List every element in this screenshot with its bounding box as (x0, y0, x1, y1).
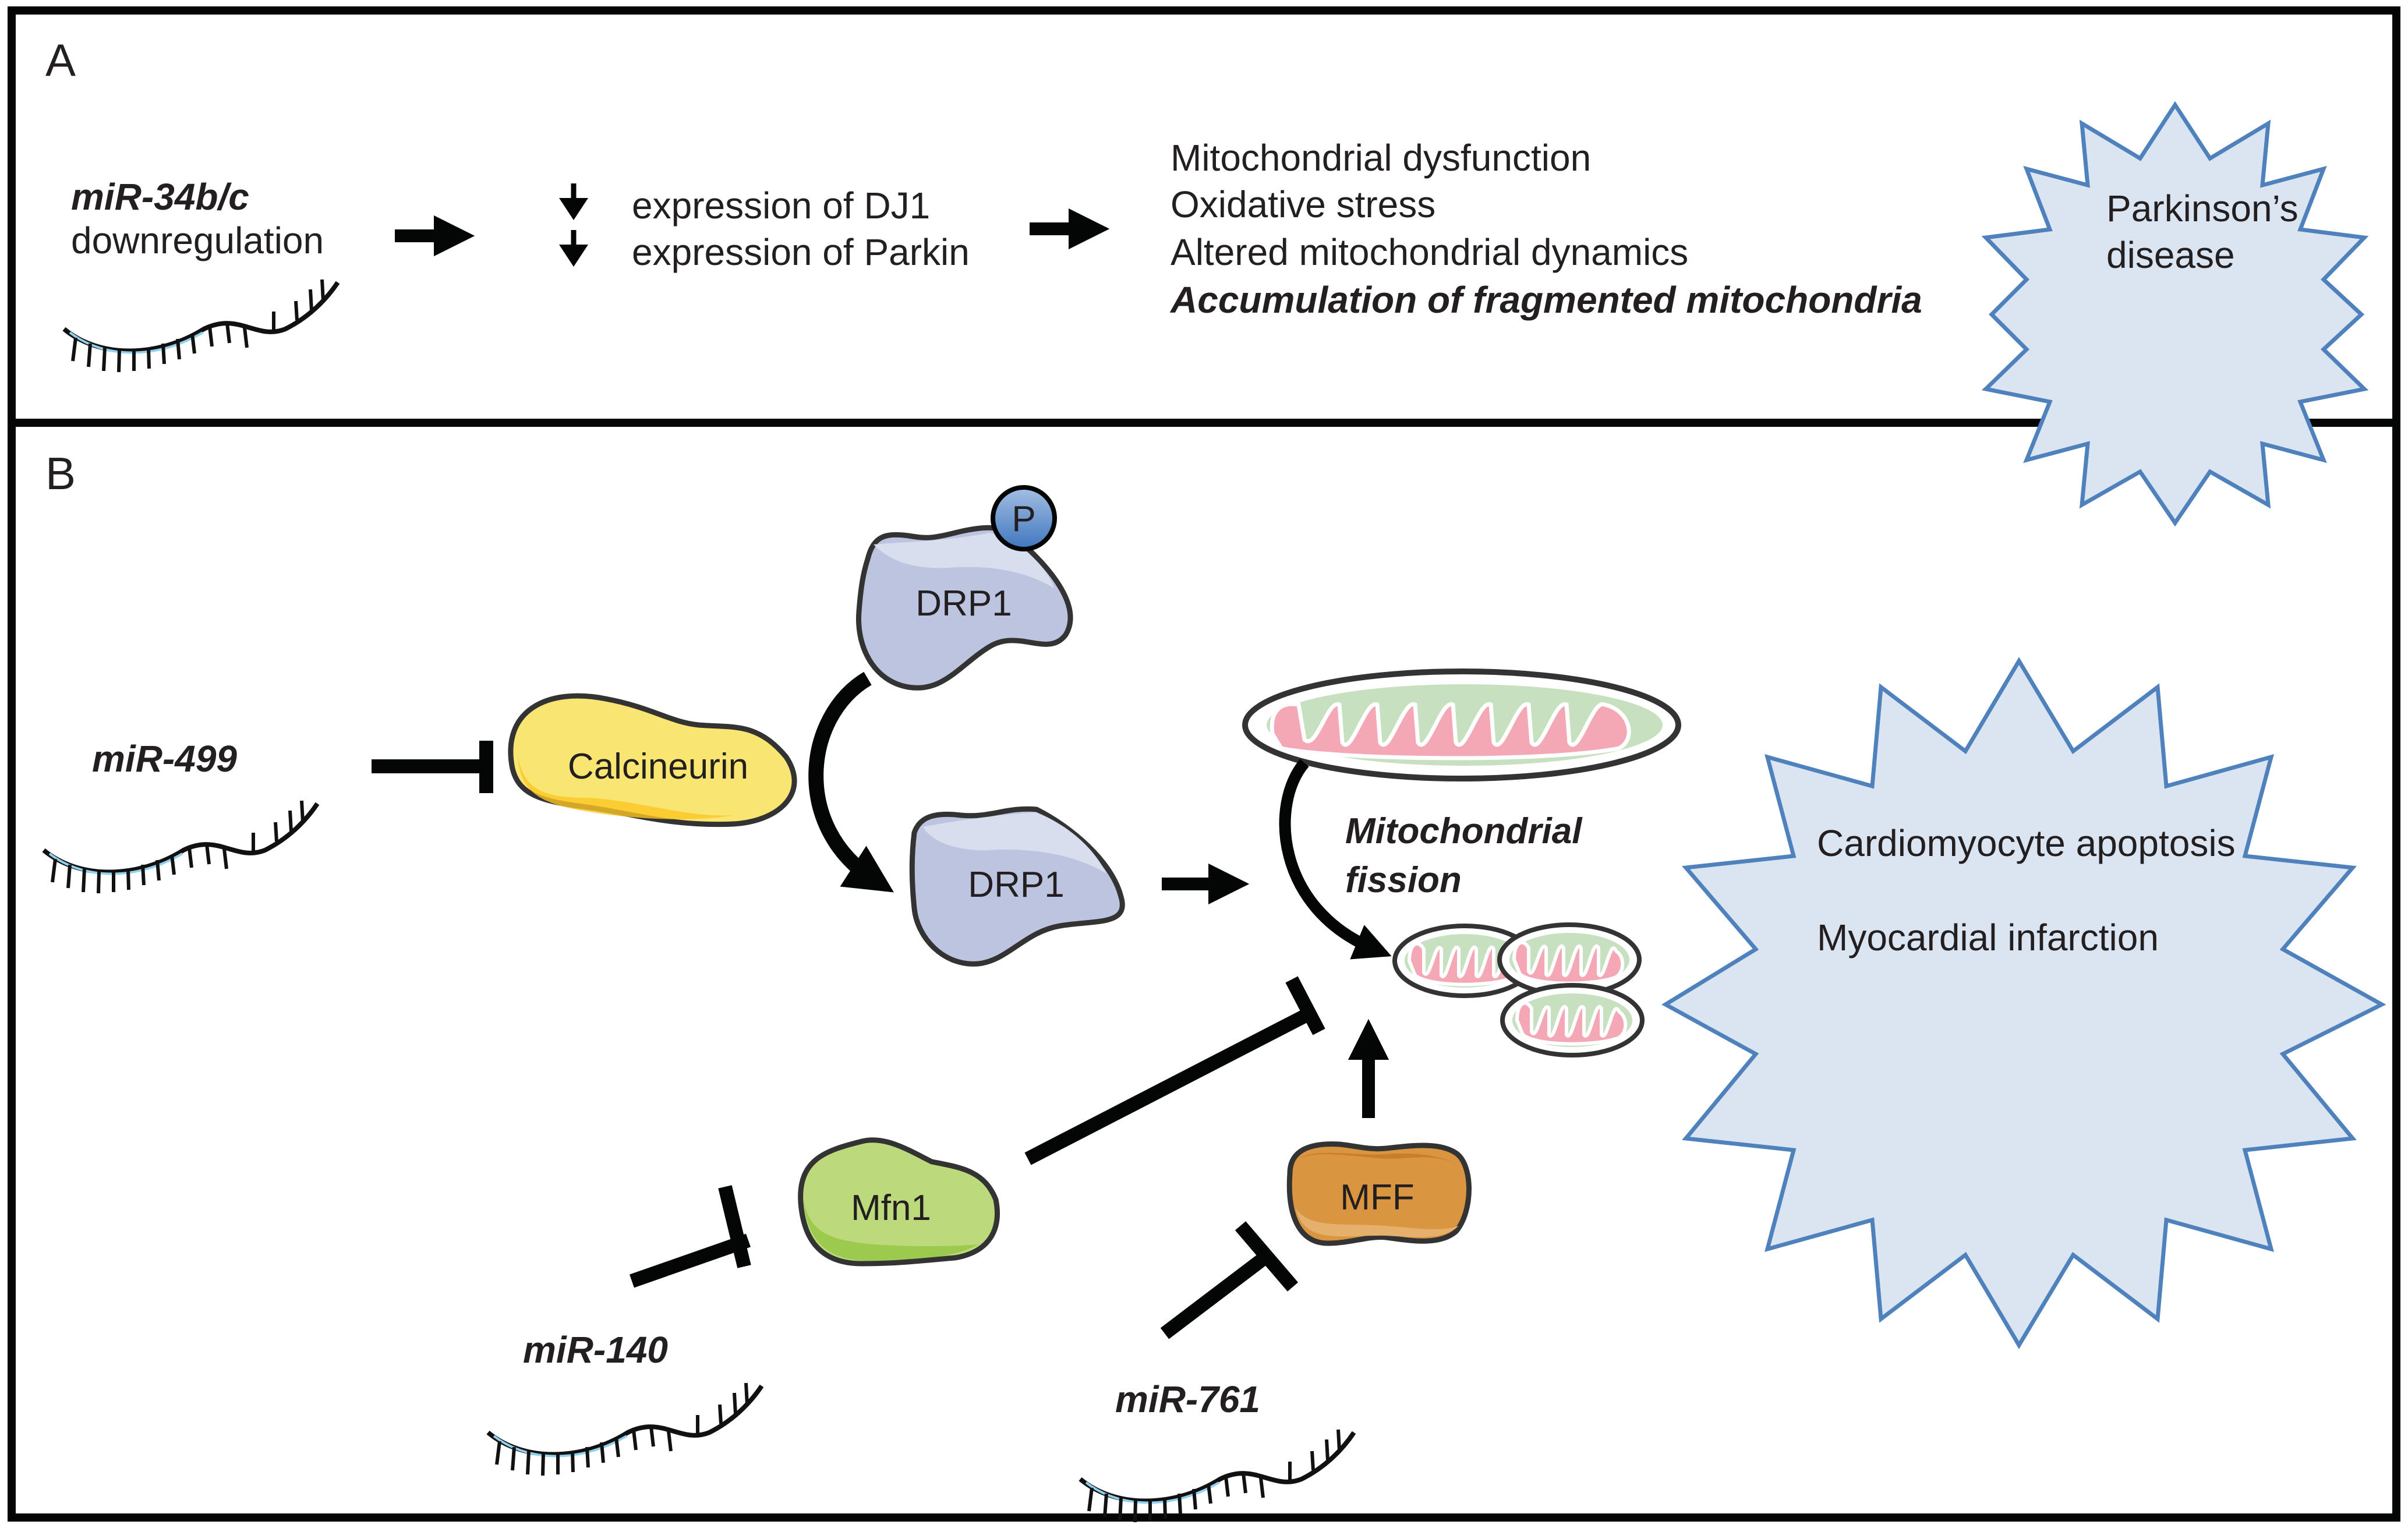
mfn1-protein: Mfn1 (798, 1137, 1000, 1267)
mfn1-label: Mfn1 (851, 1188, 931, 1228)
mir140-label: miR-140 (523, 1329, 668, 1371)
starburst-cardiac (1661, 657, 2386, 1349)
panel-b-letter: B (45, 448, 76, 499)
consequence-item-emphasis: Accumulation of fragmented mitochondria (1169, 279, 1922, 321)
inhibition-mir499-calcineurin-icon (372, 741, 493, 793)
figure-frame (8, 6, 2400, 1522)
mir499-label: miR-499 (92, 738, 237, 780)
mir761-label: miR-761 (1115, 1378, 1260, 1420)
inhibition-mir140-mfn1-icon (630, 1185, 751, 1288)
panel-b: B miR-499 Calcineurin DRP1 P (44, 448, 2386, 1522)
mir140-rna-icon (488, 1383, 762, 1476)
mir499-rna-icon (44, 801, 317, 893)
mir34-rna-icon (64, 280, 338, 372)
outcome-parkinsons-line1: Parkinson’s (2106, 188, 2299, 229)
fission-label-line2: fission (1345, 860, 1462, 900)
mff-label: MFF (1340, 1177, 1414, 1218)
svg-text:P: P (1012, 499, 1035, 539)
consequence-item: Altered mitochondrial dynamics (1171, 231, 1688, 273)
drp1-phosphorylated-protein: DRP1 P (855, 485, 1073, 691)
mff-protein: MFF (1286, 1141, 1472, 1246)
inhibition-mfn1-fission-icon (1024, 976, 1325, 1165)
down-arrow-icon (559, 230, 588, 267)
mir761-rna-icon (1080, 1430, 1354, 1522)
mir34-label: miR-34b/c (71, 176, 249, 218)
consequence-item: Mitochondrial dysfunction (1171, 137, 1591, 179)
panel-a: A miR-34b/c downregulation expression of… (45, 34, 2369, 527)
drp1-label: DRP1 (968, 865, 1064, 905)
mir34-status: downregulation (71, 220, 324, 261)
starburst-parkinsons (1981, 101, 2369, 527)
activation-curve-arrow-icon (808, 671, 894, 893)
effect-dj1: expression of DJ1 (632, 185, 930, 227)
down-arrow-icon (559, 183, 588, 220)
drp1-phospho-label: DRP1 (915, 583, 1012, 624)
fission-label-line1: Mitochondrial (1345, 811, 1583, 851)
consequence-item: Oxidative stress (1171, 183, 1435, 225)
panel-a-letter: A (45, 34, 76, 86)
outcome-apoptosis: Cardiomyocyte apoptosis (1817, 822, 2236, 864)
outcome-infarction: Myocardial infarction (1817, 917, 2159, 958)
phosphate-group-icon: P (991, 485, 1057, 551)
inhibition-mir761-mff-icon (1160, 1221, 1299, 1339)
mitochondrion-large-icon (1242, 668, 1681, 781)
calcineurin-protein: Calcineurin (508, 693, 797, 827)
drp1-protein: DRP1 (909, 806, 1125, 967)
calcineurin-label: Calcineurin (568, 747, 748, 787)
effect-parkin: expression of Parkin (632, 231, 970, 273)
outcome-parkinsons-line2: disease (2106, 234, 2235, 276)
fission-curve-arrow-icon (1279, 759, 1392, 960)
mitochondrion-fragment-icon (1502, 985, 1642, 1055)
